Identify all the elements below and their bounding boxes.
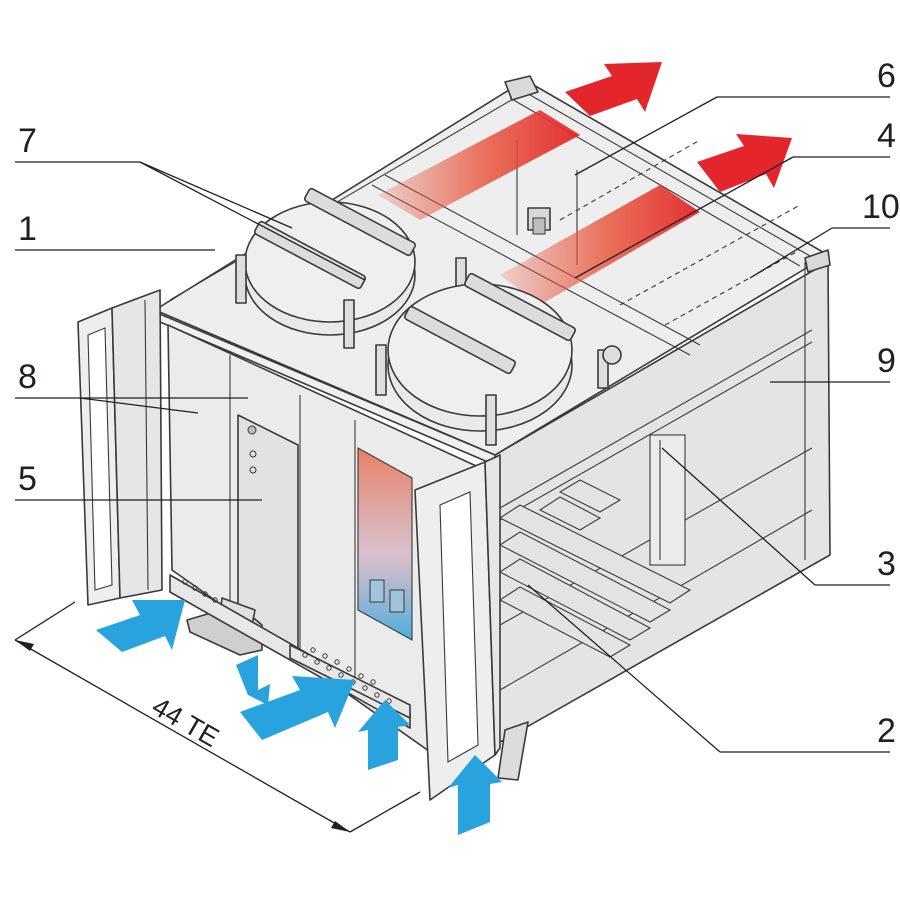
left-door xyxy=(77,289,163,606)
cool-air-arrow-5 xyxy=(448,755,502,835)
hot-air-arrow-front xyxy=(697,134,792,192)
hot-air-band-rear xyxy=(378,110,580,220)
hot-air-arrow-rear xyxy=(565,62,662,116)
callout-8: 8 xyxy=(18,358,37,396)
cool-air-arrow-4 xyxy=(358,700,410,770)
plug-in-board xyxy=(357,447,413,641)
callout-leaders xyxy=(15,96,890,753)
cool-air-arrows xyxy=(96,600,502,835)
callout-1: 1 xyxy=(18,210,37,248)
hot-air-arrows xyxy=(565,62,792,192)
callout-4: 4 xyxy=(877,117,896,155)
dimension-label: 44 TE xyxy=(147,691,224,753)
callout-6: 6 xyxy=(877,57,896,95)
fan-front xyxy=(375,272,622,446)
hot-air-band-front xyxy=(500,185,700,305)
callout-5: 5 xyxy=(18,460,37,498)
card-guides xyxy=(498,434,692,658)
callout-3: 3 xyxy=(877,545,896,583)
callout-7: 7 xyxy=(18,122,37,160)
callout-10: 10 xyxy=(862,188,900,226)
cool-air-arrow-1 xyxy=(96,600,185,652)
cool-air-arrow-3 xyxy=(240,676,355,740)
cool-air-arrow-2 xyxy=(236,655,270,705)
callout-labels: 7 1 8 5 6 4 10 9 3 2 xyxy=(18,57,900,750)
right-door xyxy=(414,454,529,801)
callout-2: 2 xyxy=(877,712,896,750)
callout-9: 9 xyxy=(877,342,896,380)
